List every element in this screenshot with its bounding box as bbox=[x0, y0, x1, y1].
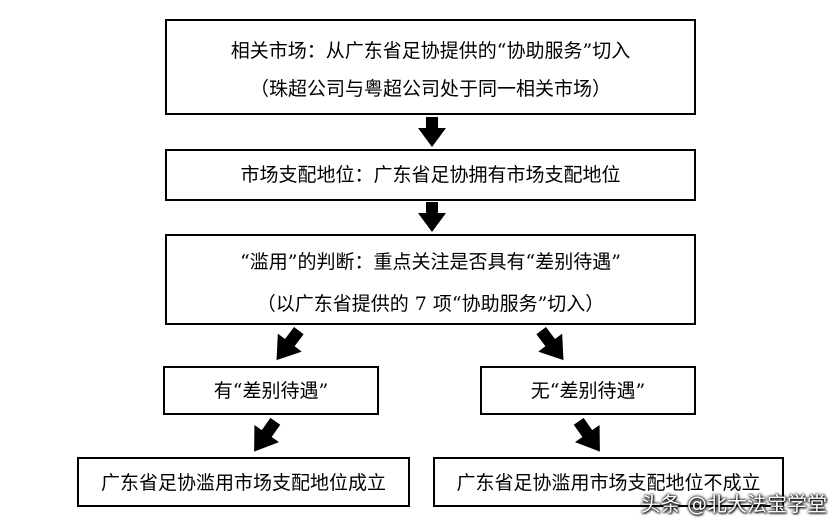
arrow-yes-to-established bbox=[254, 417, 281, 452]
no-node-label: 无“差别待遇” bbox=[530, 380, 646, 402]
established-node-label: 广东省足协滥用市场支配地位成立 bbox=[100, 472, 386, 494]
abuse-node-note: （以广东省提供的 7 项“协助服务”切入） bbox=[256, 293, 605, 315]
not-established-node: 广东省足协滥用市场支配地位不成立 bbox=[433, 457, 784, 507]
abuse-node-title: “滥用”的判断：重点关注是否具有“差别待遇” bbox=[240, 251, 621, 273]
arrow-abuse-to-no bbox=[536, 327, 564, 361]
market-node: 相关市场：从广东省足协提供的“协助服务”切入 （珠超公司与粤超公司处于同一相关市… bbox=[165, 19, 696, 115]
market-node-title: 相关市场：从广东省足协提供的“协助服务”切入 bbox=[230, 40, 631, 62]
yes-node: 有“差别待遇” bbox=[163, 366, 379, 415]
arrow-abuse-to-yes bbox=[276, 327, 304, 361]
not-established-node-label: 广东省足协滥用市场支配地位不成立 bbox=[456, 472, 761, 494]
market-node-note: （珠超公司与粤超公司处于同一相关市场） bbox=[249, 78, 611, 100]
yes-node-label: 有“差别待遇” bbox=[213, 380, 329, 402]
no-node: 无“差别待遇” bbox=[480, 366, 696, 415]
watermark: 头条 @北大法宝学堂 bbox=[640, 492, 827, 516]
arrow-dominance-to-abuse bbox=[418, 202, 446, 232]
dominance-node: 市场支配地位：广东省足协拥有市场支配地位 bbox=[165, 149, 696, 201]
arrow-market-to-dominance bbox=[418, 117, 446, 147]
abuse-node: “滥用”的判断：重点关注是否具有“差别待遇” （以广东省提供的 7 项“协助服务… bbox=[165, 234, 696, 325]
arrow-no-to-not-established bbox=[573, 417, 600, 452]
established-node: 广东省足协滥用市场支配地位成立 bbox=[77, 457, 410, 507]
dominance-node-title: 市场支配地位：广东省足协拥有市场支配地位 bbox=[240, 164, 621, 186]
